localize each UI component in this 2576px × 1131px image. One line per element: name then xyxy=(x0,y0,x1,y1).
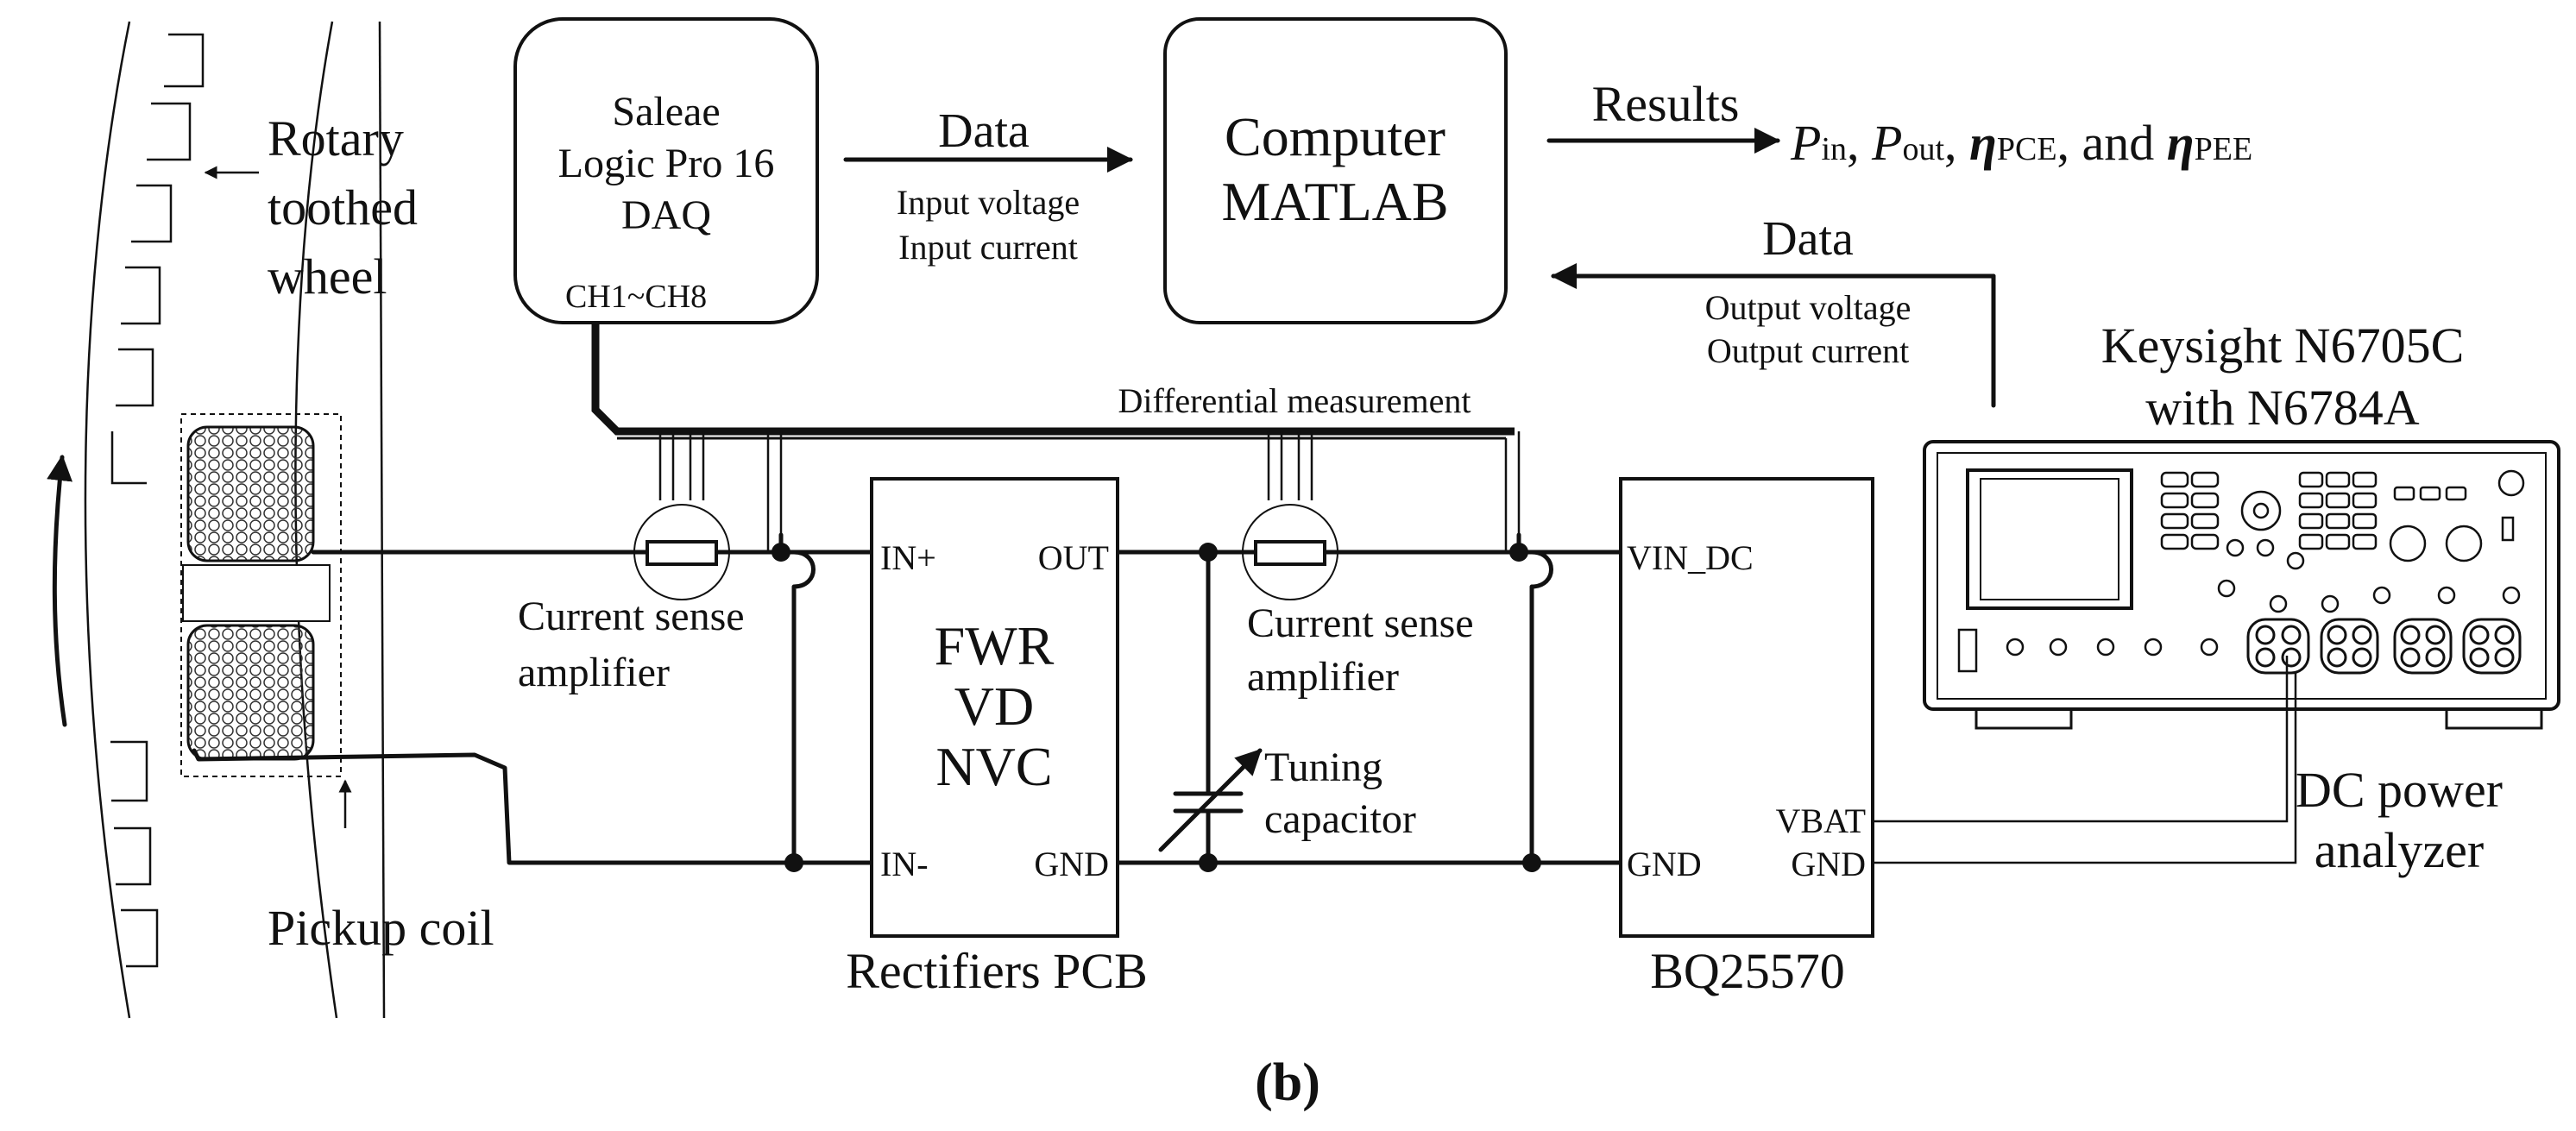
computer-box xyxy=(1163,17,1508,324)
rectifier-pin-out: OUT xyxy=(1038,538,1109,577)
daq-channels: CH1~CH8 xyxy=(565,279,707,315)
results-sep3: , and xyxy=(2057,115,2167,171)
data-out-sub1: Output voltage xyxy=(1705,288,1912,327)
eta-pee-symbol: η xyxy=(2167,115,2195,171)
bq-box xyxy=(1619,477,1874,938)
daq-line3: DAQ xyxy=(621,192,711,238)
tuning-cap-line2: capacitor xyxy=(1264,796,1416,842)
results-label: Results xyxy=(1592,76,1740,132)
p-in-subscript: in xyxy=(1821,131,1847,167)
sense-amp-1-symbol xyxy=(633,504,730,600)
wheel-label-line1: Rotary xyxy=(268,110,404,167)
junction-dots xyxy=(772,543,1541,872)
daq-box xyxy=(513,17,819,324)
toothed-wheel xyxy=(84,21,386,1019)
pickup-coil-label: Pickup coil xyxy=(268,900,494,956)
sense-amp-2-symbol xyxy=(1242,504,1338,600)
rectifier-pin-gnd: GND xyxy=(1034,845,1109,883)
results-sep2: , xyxy=(1944,115,1969,171)
rectifier-box xyxy=(870,477,1119,938)
analyzer-caption2: analyzer xyxy=(2315,822,2484,878)
tuning-cap-line1: Tuning xyxy=(1264,745,1382,790)
sense-amp-1-line1: Current sense xyxy=(518,594,745,639)
sense-amp-2-line1: Current sense xyxy=(1247,600,1474,646)
results-sep1: , xyxy=(1847,115,1872,171)
analyzer-line2: with N6784A xyxy=(2145,380,2420,436)
rotation-arrow-icon xyxy=(47,455,72,727)
eta-pce-symbol: η xyxy=(1969,115,1997,171)
sense-amp-1-line2: amplifier xyxy=(518,650,670,695)
eta-pee-subscript: PEE xyxy=(2195,131,2253,167)
rectifier-caption: Rectifiers PCB xyxy=(846,943,1148,999)
rectifier-line1: FWR xyxy=(935,615,1055,676)
data-out-sub2: Output current xyxy=(1707,331,1909,370)
results-formula: Pin, Pout, ηPCE, and ηPEE xyxy=(1790,115,2252,171)
daq-line2: Logic Pro 16 xyxy=(558,141,775,186)
wheel-label-line2: toothed xyxy=(268,179,418,236)
analyzer-caption1: DC power xyxy=(2296,762,2503,818)
power-analyzer-instrument xyxy=(1923,440,2560,730)
computer-line1: Computer xyxy=(1225,106,1445,167)
analyzer-line1: Keysight N6705C xyxy=(2101,317,2465,374)
daq-probe-wires xyxy=(591,323,1521,552)
bq-caption: BQ25570 xyxy=(1650,943,1845,999)
bq-pin-vin: VIN_DC xyxy=(1627,538,1754,577)
data-in-sub2: Input current xyxy=(898,228,1078,267)
rectifier-pin-in-plus: IN+ xyxy=(880,538,936,577)
computer-line2: MATLAB xyxy=(1221,171,1448,232)
bq-pin-gnd-right: GND xyxy=(1791,845,1866,883)
rectifier-line3: NVC xyxy=(935,736,1052,797)
data-in-sub1: Input voltage xyxy=(897,183,1080,222)
bq-pin-vbat: VBAT xyxy=(1776,801,1866,840)
data-in-label: Data xyxy=(938,104,1030,158)
rectifier-line2: VD xyxy=(954,675,1034,737)
daq-line1: Saleae xyxy=(612,89,720,135)
data-out-label: Data xyxy=(1762,212,1854,266)
panel-label: (b) xyxy=(1255,1053,1320,1112)
pickup-coil xyxy=(180,413,342,777)
tuning-capacitor-symbol xyxy=(1158,748,1263,852)
p-out-symbol: P xyxy=(1871,115,1902,171)
differential-label: Differential measurement xyxy=(1118,381,1471,420)
p-out-subscript: out xyxy=(1902,131,1944,167)
rectifier-pin-in-minus: IN- xyxy=(880,845,929,883)
p-in-symbol: P xyxy=(1790,115,1821,171)
wheel-label-line3: wheel xyxy=(268,248,387,305)
bq-pin-gnd-left: GND xyxy=(1627,845,1702,883)
eta-pce-subscript: PCE xyxy=(1997,131,2057,167)
sense-amp-2-line2: amplifier xyxy=(1247,654,1399,700)
